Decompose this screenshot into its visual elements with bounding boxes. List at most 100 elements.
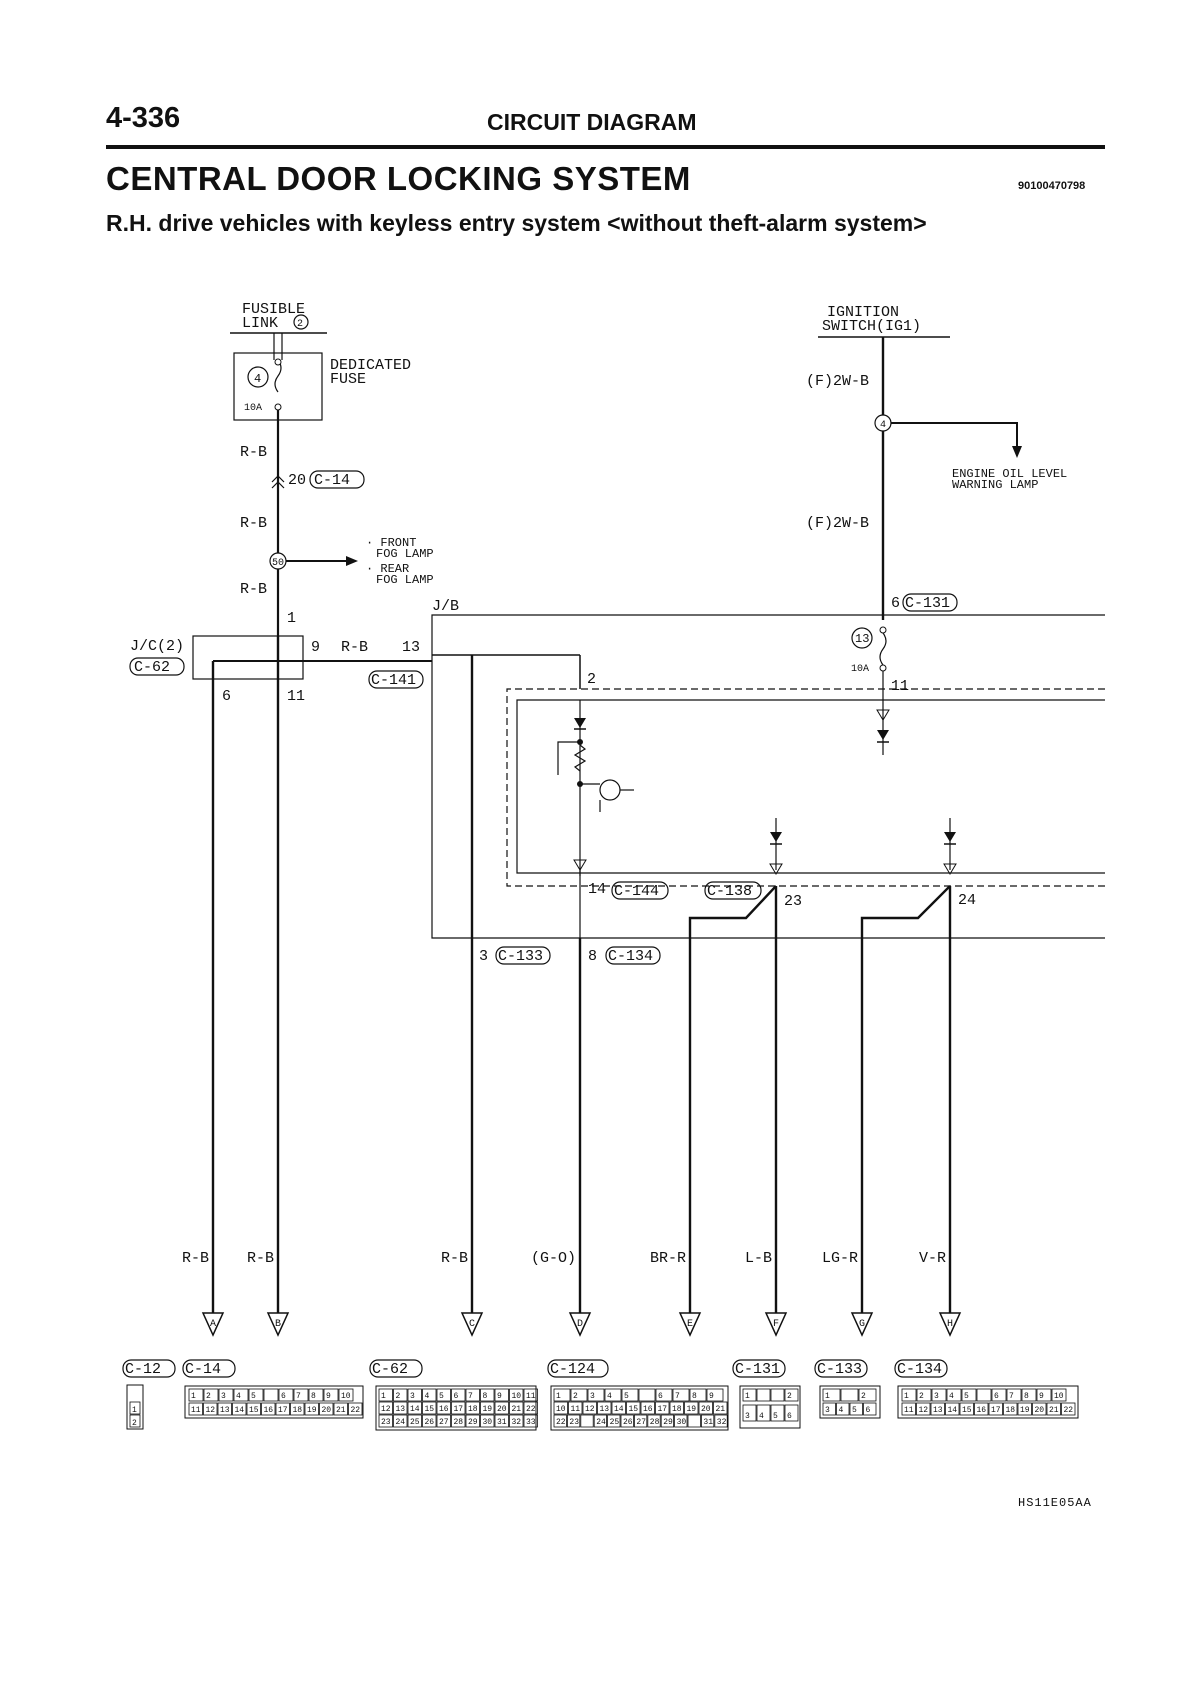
connector-pin-number: 4	[607, 1392, 612, 1401]
connector-pin-number: 1	[381, 1392, 386, 1401]
connector-pin-cell	[863, 1402, 877, 1416]
connector-pin-cell	[647, 1414, 661, 1428]
legend-connector-badge	[182, 1359, 236, 1378]
connector-pin-cell	[714, 1414, 728, 1428]
connector-pin-cell	[1046, 1402, 1061, 1416]
connector-pin-number: 6	[866, 1406, 871, 1415]
connector-pin-number: 18	[1006, 1406, 1016, 1415]
output-letter: G	[859, 1319, 865, 1330]
connector-pin-cell	[1032, 1402, 1047, 1416]
connector-pin-cell	[901, 1402, 916, 1416]
connector-pin-cell	[436, 1414, 451, 1428]
connector-pin-cell	[263, 1388, 279, 1402]
connector-pin-cell	[582, 1401, 597, 1415]
connector-pin-cell	[991, 1388, 1007, 1402]
connector-pin-number: 13	[396, 1405, 406, 1414]
pin-number: 6	[222, 688, 231, 705]
connector-pin-cell	[248, 1388, 264, 1402]
header-rule	[106, 145, 1105, 149]
connector-pin-number: 24	[396, 1418, 406, 1427]
connector-pin-number: 19	[1020, 1406, 1030, 1415]
connector-pin-number: 19	[687, 1405, 697, 1414]
connector-pin-cell	[323, 1388, 339, 1402]
connector-pin-cell	[203, 1402, 218, 1416]
connector-pin-number: 10	[512, 1392, 522, 1401]
connector-pin-cell	[634, 1414, 648, 1428]
page-subtitle: R.H. drive vehicles with keyless entry s…	[106, 210, 927, 236]
connector-pin-number: 12	[919, 1406, 929, 1415]
connector-label: C-141	[371, 672, 416, 689]
dedicated-fuse-label: DEDICATED	[330, 357, 411, 374]
connector-pin-number: 23	[569, 1418, 579, 1427]
connector-pin-cell	[348, 1402, 363, 1416]
connector-pin-cell	[687, 1414, 701, 1428]
output-wire-label: L-B	[745, 1250, 772, 1267]
connector-pin-number: 9	[497, 1392, 502, 1401]
connector-pin-cell	[523, 1388, 538, 1402]
connector-pin-number: 5	[852, 1406, 857, 1415]
connector-pin-cell	[465, 1388, 480, 1402]
connector-pin-number: 19	[483, 1405, 493, 1414]
connector-pin-cell	[393, 1388, 408, 1402]
fuse-amp: 10A	[851, 664, 869, 675]
output-terminal-icon	[568, 1312, 592, 1337]
connector-pin-cell	[233, 1388, 249, 1402]
document-id: 90100470798	[1018, 180, 1086, 192]
connector-pin-number: 3	[410, 1392, 415, 1401]
ignition-label: IGNITION	[827, 304, 899, 321]
connector-pin-cell	[308, 1388, 324, 1402]
legend-connector-badge	[814, 1359, 868, 1378]
wire-label: R-B	[240, 515, 267, 532]
junction-number: 50	[272, 558, 284, 569]
fuse-terminal	[274, 358, 282, 366]
connector-pin-cell	[407, 1414, 422, 1428]
connector-pin-number: 3	[221, 1392, 226, 1401]
connector-pin-number: 25	[610, 1418, 620, 1427]
connector-pin-cell	[836, 1402, 850, 1416]
etacs-ecu-outline	[506, 688, 1105, 887]
connector-pin-cell	[407, 1401, 422, 1415]
connector-pin-cell	[129, 1414, 141, 1428]
connector-pin-cell	[621, 1388, 639, 1402]
connector-pin-number: 1	[191, 1392, 196, 1401]
connector-pin-number: 16	[264, 1406, 274, 1415]
fusible-link-label: LINK	[242, 315, 278, 332]
connector-pin-number: 18	[468, 1405, 478, 1414]
legend-connector-label: C-12	[125, 1361, 161, 1378]
connector-pin-number: 7	[675, 1392, 680, 1401]
fog-lamp-label: FOG LAMP	[376, 573, 434, 587]
diode-icon	[574, 718, 586, 728]
connector-pin-cell	[378, 1388, 393, 1402]
connector-pin-cell	[480, 1388, 495, 1402]
wire-output-g	[860, 885, 951, 1313]
branch-arrow-icon	[1012, 446, 1022, 458]
connector-badge	[129, 657, 185, 676]
pin-number: 13	[402, 639, 420, 656]
connector-pin-cell	[1051, 1388, 1067, 1402]
legend-connector-label: C-131	[735, 1361, 780, 1378]
section-title: CIRCUIT DIAGRAM	[487, 109, 697, 135]
connector-pin-cell	[465, 1401, 480, 1415]
connector-pin-cell	[232, 1402, 247, 1416]
connector-pin-cell	[480, 1414, 495, 1428]
connector-pin-cell	[494, 1414, 509, 1428]
figure-code: HS11E05AA	[1018, 1496, 1092, 1510]
connector-pin-number: 20	[1035, 1406, 1045, 1415]
connector-pin-cell	[959, 1402, 974, 1416]
connector-pin-number: 19	[307, 1406, 317, 1415]
branch-arrow-icon	[346, 556, 358, 566]
ignition-label: SWITCH(IG1)	[822, 318, 921, 335]
connector-pin-cell	[523, 1401, 538, 1415]
connector-pin-number: 31	[703, 1418, 713, 1427]
connector-pin-number: 1	[904, 1392, 909, 1401]
connector-shell	[550, 1385, 729, 1431]
connector-pin-number: 6	[454, 1392, 459, 1401]
terminal-arrow-icon	[943, 863, 957, 875]
output-wire-label: R-B	[182, 1250, 209, 1267]
connector-pin-cell	[580, 1414, 594, 1428]
connector-pin-cell	[553, 1414, 567, 1428]
connector-pin-number: 9	[326, 1392, 331, 1401]
pin-number: 11	[891, 678, 909, 695]
connector-pin-number: 8	[311, 1392, 316, 1401]
